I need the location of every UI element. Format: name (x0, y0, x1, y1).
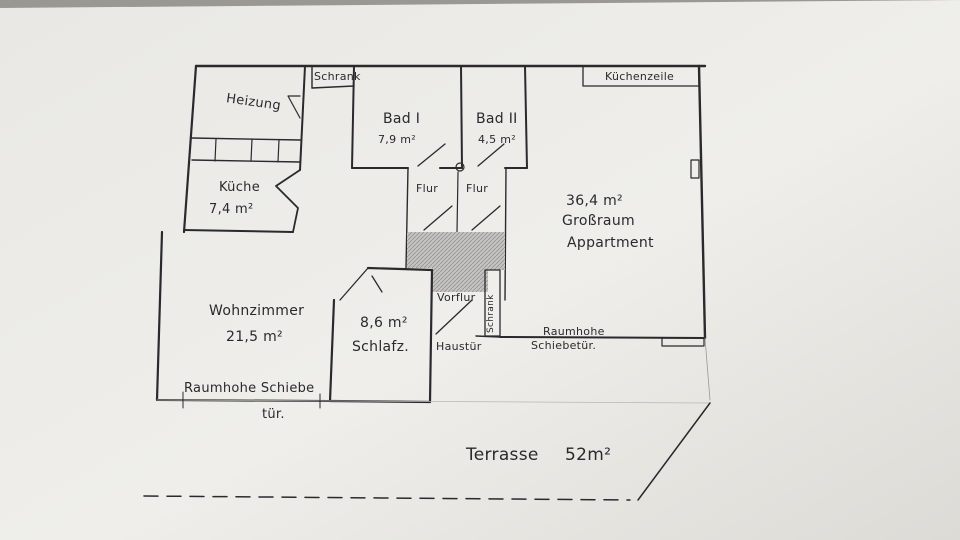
door-flur2 (471, 205, 501, 231)
label-schrank-k: Schrank (486, 294, 496, 333)
cabinet-div-3 (277, 139, 280, 163)
kueche-door-notch (275, 169, 301, 233)
wall-kueche-top (191, 159, 301, 163)
label-bad2-area: 4,5 m² (478, 133, 516, 146)
label-bad1-area: 7,9 m² (378, 133, 416, 146)
wall-left-upper (182, 64, 198, 234)
terrasse-diagonal-edge (637, 402, 711, 501)
wall-flur-right (504, 167, 507, 301)
door-haustuer (435, 299, 473, 335)
wall-schrank-bottom (311, 85, 355, 89)
label-terrasse-area: 52m² (565, 445, 612, 465)
cabinet-div-2 (250, 138, 253, 162)
label-schlafz-area: 8,6 m² (360, 315, 408, 331)
faint-line-2 (156, 399, 711, 404)
wall-bad2-right (524, 65, 528, 169)
wall-left-lower (155, 230, 164, 402)
drain-symbol (455, 162, 465, 172)
label-wohn-schiebetuer: Raumhohe Schiebe (184, 381, 315, 396)
label-wohn-tuer: tür. (262, 407, 285, 422)
wall-bad-div (460, 65, 463, 169)
wall-right (697, 64, 707, 340)
wall-flur-mid (456, 171, 459, 233)
faint-line-1 (704, 337, 711, 401)
label-kuechenzeile: Küchenzeile (605, 70, 675, 83)
door-flur1 (423, 205, 453, 231)
label-schiebetuer: Schiebetür. (531, 339, 597, 352)
wall-heizung-bottom (191, 137, 301, 141)
label-haustuer: Haustür (436, 340, 482, 353)
door-schlaf (339, 267, 383, 301)
terrasse-dashed-edge (143, 495, 631, 501)
label-flur-2: Flur (466, 182, 489, 195)
kuechenzeile-counter (582, 65, 700, 87)
wall-stub-right (690, 159, 700, 179)
door-bad2 (477, 143, 505, 167)
wall-flur-left (405, 167, 409, 269)
label-wohnzimmer: Wohnzimmer (209, 303, 305, 319)
wall-heizung-right (299, 65, 306, 171)
wall-bad1-left (351, 65, 355, 169)
door-bad1 (417, 143, 446, 167)
label-terrasse: Terrasse (466, 445, 539, 465)
label-flur-1: Flur (416, 182, 439, 195)
wall-kueche-bottom (183, 229, 294, 233)
label-kueche: Küche (219, 180, 261, 195)
label-kueche-area: 7,4 m² (209, 202, 254, 217)
label-bad1: Bad I (383, 111, 421, 127)
label-schlafz: Schlafz. (352, 339, 410, 355)
label-grossraum: Großraum (562, 213, 635, 229)
heizung-door (287, 95, 301, 119)
haustuer-opening-r (475, 335, 501, 338)
label-wohnzimmer-area: 21,5 m² (226, 329, 283, 345)
wall-schlaf-left (328, 298, 336, 403)
label-bad2: Bad II (476, 111, 518, 127)
label-grossraum-area: 36,4 m² (566, 193, 623, 209)
label-vorflur: Vorflur (437, 291, 476, 304)
vorflur-hatched-area (407, 232, 505, 292)
wall-stub-bottom (661, 337, 705, 347)
wall-schlaf-right (428, 268, 434, 404)
wall-schlaf-top (366, 266, 434, 272)
cabinet-div-1 (214, 138, 217, 162)
label-raumhohe: Raumhohe (543, 325, 605, 338)
label-appartment: Appartment (567, 235, 654, 251)
label-schrank-top: Schrank (314, 70, 361, 83)
